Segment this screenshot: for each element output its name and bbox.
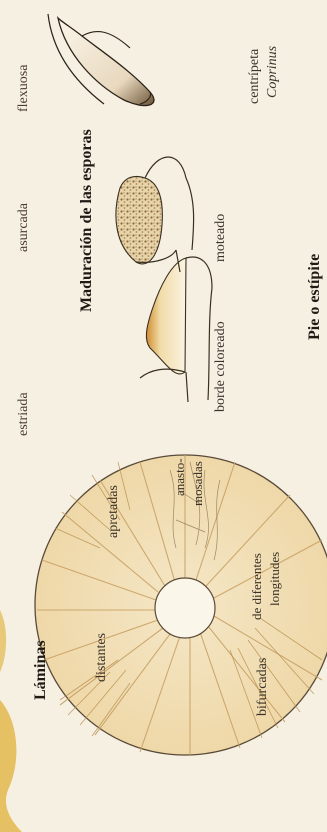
margin-swirl — [0, 700, 22, 832]
label-distantes: distantes — [95, 633, 109, 682]
label-bifurcadas: bifurcadas — [256, 658, 270, 716]
label-anastomosadas-2: mosadas — [191, 461, 204, 506]
margin-swirl-2 — [0, 610, 6, 672]
label-longitudes-1: de diferentes — [250, 553, 263, 620]
gill-moteado — [116, 157, 194, 272]
pie-type-flexuosa: flexuosa — [17, 65, 31, 112]
label-anastomosadas-1: anasto- — [173, 458, 186, 496]
gill-disc — [35, 455, 327, 755]
label-longitudes-2: longitudes — [268, 552, 281, 606]
laminas-title: Láminas — [33, 640, 49, 700]
label-apretadas: apretadas — [107, 485, 121, 538]
maduracion-genus-coprinus: Coprinus — [266, 46, 280, 98]
pie-title: Pie o estípite — [307, 254, 323, 340]
maduracion-type-moteado: moteado — [214, 214, 228, 262]
pie-type-estriada: estriada — [17, 392, 31, 436]
maduracion-type-borde-coloreado: borde coloreado — [214, 321, 228, 412]
pie-type-asurcada: asurcada — [17, 203, 31, 252]
maduracion-title: Maduración de las esporas — [79, 129, 95, 312]
maduracion-type-centripeta: centrípeta — [248, 49, 262, 104]
gill-borde-coloreado — [140, 257, 212, 402]
gill-centripeta-coprinus — [48, 14, 154, 106]
